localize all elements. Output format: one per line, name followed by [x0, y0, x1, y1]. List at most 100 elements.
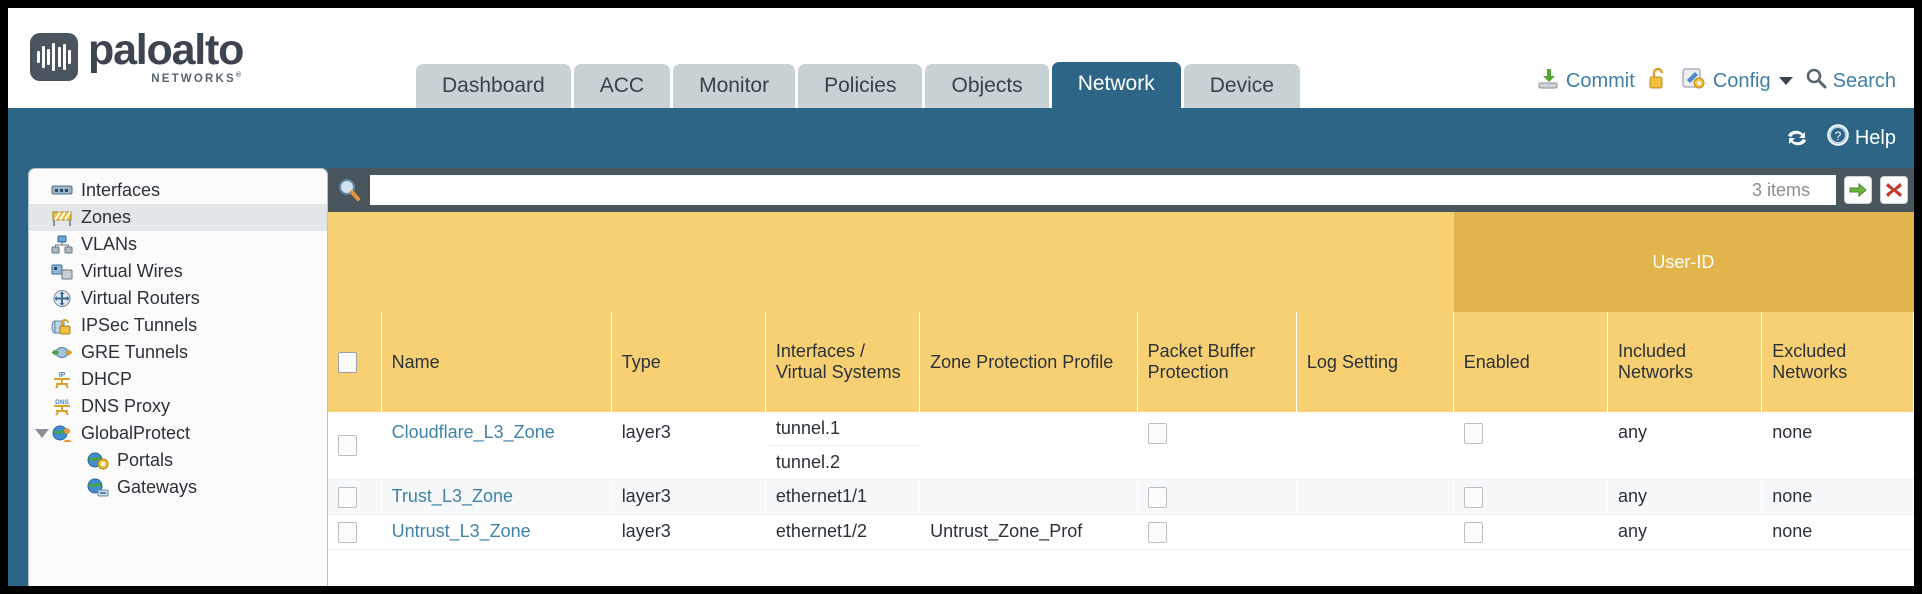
sidebar-item-virtual-wires[interactable]: Virtual Wires	[29, 258, 327, 285]
sidebar-item-ipsec-tunnels[interactable]: IPSec Tunnels	[29, 312, 327, 339]
select-all-checkbox[interactable]	[338, 351, 357, 373]
gre-tunnels-icon	[51, 343, 73, 362]
table-empty-space	[328, 549, 1914, 586]
table-row[interactable]: Trust_L3_Zone layer3 ethernet1/1 any non…	[328, 479, 1914, 515]
sidebar-item-label: VLANs	[81, 234, 138, 254]
help-button[interactable]: ? Help	[1826, 123, 1896, 153]
column-header-type[interactable]: Type	[611, 312, 766, 412]
zone-name-link[interactable]: Trust_L3_Zone	[391, 486, 513, 507]
column-header-packet-buffer-protection[interactable]: Packet Buffer Protection	[1137, 312, 1297, 412]
zone-protection-profile: Untrust_Zone_Prof	[919, 514, 1138, 550]
zone-name-link[interactable]: Cloudflare_L3_Zone	[391, 422, 555, 442]
zones-table-wrapper: User-ID Name Type Interfaces / Virtual S…	[328, 212, 1914, 586]
column-header-name[interactable]: Name	[381, 312, 612, 412]
brand-logo: paloalto NETWORKS®	[8, 8, 308, 85]
unlocked-padlock-icon[interactable]	[1647, 66, 1669, 96]
column-header-included-networks[interactable]: Included Networks	[1607, 312, 1763, 412]
sidebar-item-interfaces[interactable]: Interfaces	[29, 177, 327, 204]
table-group-header-row: User-ID	[328, 212, 1914, 312]
paloalto-logo-icon	[30, 33, 78, 82]
row-checkbox[interactable]	[338, 521, 357, 543]
column-header-excluded-networks[interactable]: Excluded Networks	[1761, 312, 1914, 412]
sidebar-item-dns-proxy[interactable]: DNS DNS Proxy	[29, 393, 327, 420]
tab-objects[interactable]: Objects	[925, 64, 1049, 108]
svg-text:IP: IP	[59, 372, 66, 379]
row-checkbox[interactable]	[338, 486, 357, 508]
group-header-userid: User-ID	[1453, 212, 1914, 312]
included-networks: any	[1607, 412, 1763, 480]
packet-buffer-protection-checkbox[interactable]	[1147, 521, 1167, 543]
zone-protection-profile	[919, 412, 1138, 480]
search-button[interactable]: Search	[1805, 67, 1896, 95]
select-all-header	[328, 312, 382, 412]
refresh-icon[interactable]	[1784, 127, 1810, 149]
interfaces-icon	[51, 181, 73, 200]
tab-acc[interactable]: ACC	[573, 64, 671, 108]
packet-buffer-protection-cell	[1137, 479, 1297, 515]
chevron-down-icon	[1778, 77, 1793, 85]
commit-button[interactable]: Commit	[1536, 66, 1635, 96]
search-icon	[1805, 67, 1827, 95]
userid-enabled-cell	[1453, 412, 1608, 480]
sidebar-item-globalprotect[interactable]: GlobalProtect	[29, 420, 327, 447]
search-magnifier-icon[interactable]	[336, 177, 362, 203]
tab-device[interactable]: Device	[1183, 64, 1300, 108]
table-row[interactable]: Cloudflare_L3_Zone layer3 tunnel.1 tunne…	[328, 412, 1914, 480]
userid-enabled-checkbox[interactable]	[1463, 521, 1483, 543]
main-tabs: Dashboard ACC Monitor Policies Objects N…	[416, 62, 1300, 108]
sidebar-item-gre-tunnels[interactable]: GRE Tunnels	[29, 339, 327, 366]
row-select-cell	[328, 412, 382, 480]
packet-buffer-protection-cell	[1137, 514, 1297, 550]
log-setting	[1296, 412, 1454, 480]
column-header-log-setting[interactable]: Log Setting	[1296, 312, 1454, 412]
help-label: Help	[1854, 126, 1896, 149]
zones-icon	[51, 208, 73, 227]
config-menu[interactable]: Config	[1681, 66, 1793, 96]
network-sidebar: Interfaces Zones VLANs Virtual Wires	[28, 168, 328, 586]
table-row[interactable]: Untrust_L3_Zone layer3 ethernet1/2 Untru…	[328, 514, 1914, 550]
zone-interfaces: ethernet1/1	[765, 479, 921, 515]
sidebar-item-portals[interactable]: Portals	[29, 447, 327, 474]
zone-name-link[interactable]: Untrust_L3_Zone	[391, 521, 531, 542]
column-header-userid-enabled[interactable]: Enabled	[1453, 312, 1608, 412]
tab-dashboard[interactable]: Dashboard	[416, 64, 571, 108]
filter-input[interactable]	[370, 175, 1836, 205]
zone-type: layer3	[611, 514, 766, 550]
sidebar-item-vlans[interactable]: VLANs	[29, 231, 327, 258]
sidebar-item-label: Interfaces	[81, 180, 161, 200]
sidebar-item-dhcp[interactable]: IP DHCP	[29, 366, 327, 393]
packet-buffer-protection-checkbox[interactable]	[1147, 422, 1167, 444]
sidebar-item-virtual-routers[interactable]: Virtual Routers	[29, 285, 327, 312]
virtual-wires-icon	[51, 262, 73, 281]
dns-proxy-icon: DNS	[51, 397, 73, 416]
portals-icon	[87, 451, 109, 470]
tab-policies[interactable]: Policies	[798, 64, 923, 108]
zone-type: layer3	[611, 479, 766, 515]
tab-monitor[interactable]: Monitor	[673, 64, 796, 108]
sidebar-item-label: Virtual Routers	[81, 288, 200, 308]
collapse-triangle-icon[interactable]	[35, 429, 49, 438]
column-header-interfaces[interactable]: Interfaces / Virtual Systems	[765, 312, 921, 412]
clear-filter-button[interactable]	[1880, 176, 1908, 204]
included-networks: any	[1607, 514, 1763, 550]
log-setting	[1296, 479, 1454, 515]
column-header-zone-protection-profile[interactable]: Zone Protection Profile	[919, 312, 1138, 412]
sidebar-item-label: Zones	[81, 207, 132, 227]
config-label: Config	[1712, 69, 1771, 92]
apply-filter-button[interactable]	[1844, 176, 1872, 204]
row-checkbox[interactable]	[338, 435, 357, 457]
log-setting	[1296, 514, 1454, 550]
packet-buffer-protection-checkbox[interactable]	[1147, 486, 1167, 508]
excluded-networks: none	[1761, 479, 1914, 515]
packet-buffer-protection-cell	[1137, 412, 1297, 480]
sidebar-item-zones[interactable]: Zones	[29, 204, 327, 231]
userid-enabled-checkbox[interactable]	[1463, 486, 1483, 508]
sidebar-item-gateways[interactable]: Gateways	[29, 474, 327, 501]
table-header-row: Name Type Interfaces / Virtual Systems Z…	[328, 312, 1914, 412]
tab-network[interactable]: Network	[1051, 62, 1181, 108]
excluded-networks: none	[1761, 514, 1914, 550]
commit-label: Commit	[1565, 69, 1635, 92]
header-actions: Commit Config	[1536, 66, 1896, 96]
userid-enabled-checkbox[interactable]	[1463, 422, 1483, 444]
interface-item: tunnel.2	[775, 452, 840, 472]
